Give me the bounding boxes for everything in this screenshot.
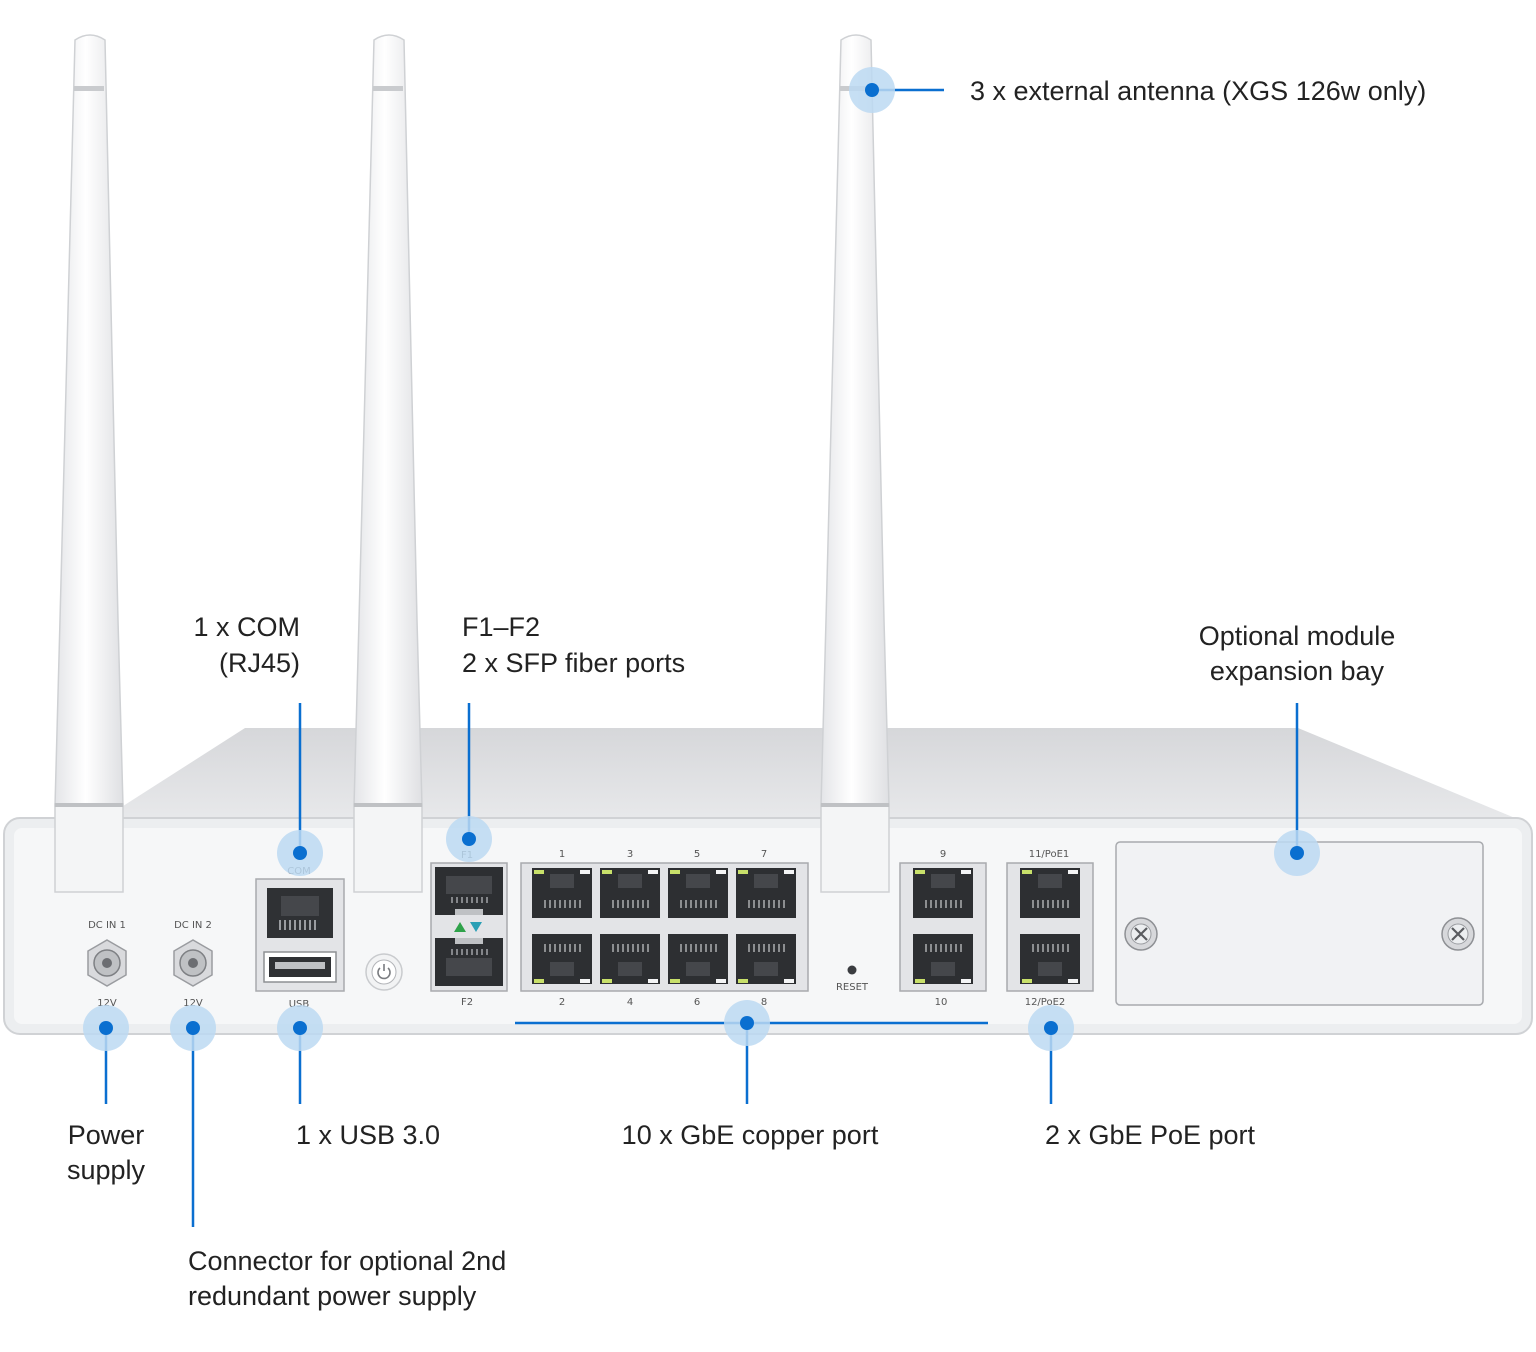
com-usb-block: COM USB [255, 866, 345, 1010]
port-label-5: 5 [694, 849, 700, 860]
callout-markers [83, 67, 1320, 1051]
port-label-1: 1 [559, 849, 565, 860]
copper-port-8 [736, 934, 796, 984]
port-label-8: 8 [761, 997, 767, 1008]
dc-in-1-connector: DC IN 1 12V [87, 920, 127, 1009]
callout-texts: 3 x external antenna (XGS 126w only) 1 x… [67, 76, 1426, 1311]
callout-redundant-line2: redundant power supply [188, 1281, 477, 1311]
callout-poe: 2 x GbE PoE port [1045, 1120, 1256, 1150]
port-label-6: 6 [694, 997, 700, 1008]
callout-redundant-line1: Connector for optional 2nd [188, 1246, 506, 1276]
dc-in-2-voltage: 12V [183, 998, 203, 1009]
copper-port-block: 1 3 5 7 2 4 6 8 [520, 849, 809, 1008]
copper-port-10 [913, 934, 973, 984]
dc-in-2-label: DC IN 2 [174, 920, 212, 931]
usb-port [263, 951, 337, 983]
module-expansion-bay [1115, 841, 1484, 1006]
copper-port-7 [736, 868, 796, 918]
reset-button[interactable]: RESET [836, 965, 869, 994]
dc-in-1-label: DC IN 1 [88, 920, 126, 931]
marker-power [83, 1005, 129, 1051]
callout-copper: 10 x GbE copper port [622, 1120, 879, 1150]
port-label-9: 9 [940, 849, 946, 860]
callout-usb: 1 x USB 3.0 [296, 1120, 440, 1150]
marker-usb [277, 1005, 323, 1051]
dc-in-1-voltage: 12V [97, 998, 117, 1009]
copper-port-1 [532, 868, 592, 918]
antenna-middle [353, 34, 423, 893]
marker-antenna [849, 67, 895, 113]
callout-module-line1: Optional module [1199, 621, 1396, 651]
marker-poe [1028, 1005, 1074, 1051]
sfp-f2-label: F2 [461, 997, 473, 1008]
copper-port-9 [913, 868, 973, 918]
copper-port-4 [600, 934, 660, 984]
marker-copper [724, 1000, 770, 1046]
com-port [267, 888, 333, 938]
callout-sfp-line1: F1–F2 [462, 612, 540, 642]
poe-port-grid [1020, 868, 1080, 984]
callout-com-line1: 1 x COM [193, 612, 300, 642]
marker-sfp [446, 816, 492, 862]
antenna-left [54, 34, 124, 893]
sfp-port-block: F1 F2 [430, 850, 508, 1008]
copper-port-2 [532, 934, 592, 984]
callout-com-line2: (RJ45) [219, 648, 300, 678]
callout-power-line2: supply [67, 1155, 146, 1185]
port-label-3: 3 [627, 849, 633, 860]
marker-redundant [170, 1005, 216, 1051]
callout-power-line1: Power [68, 1120, 145, 1150]
usb-label: USB [289, 999, 310, 1010]
port-label-10: 10 [935, 997, 948, 1008]
copper-port-3 [600, 868, 660, 918]
antenna-right [820, 34, 890, 893]
callout-module-line2: expansion bay [1210, 656, 1385, 686]
marker-module [1274, 830, 1320, 876]
copper-port-9-10-block: 9 10 [899, 849, 987, 1008]
copper-port-5 [668, 868, 728, 918]
poe-label-bottom: 12/PoE2 [1025, 997, 1066, 1008]
sfp-port-f1 [435, 867, 503, 915]
poe-port-block: 11/PoE1 12/PoE2 [1006, 849, 1094, 1008]
marker-com [277, 830, 323, 876]
power-button-icon[interactable] [365, 953, 403, 991]
sfp-direction-arrows-icon [454, 922, 482, 932]
dc-in-2-connector: DC IN 2 12V [173, 920, 213, 1009]
port-label-4: 4 [627, 997, 633, 1008]
callout-sfp-line2: 2 x SFP fiber ports [462, 648, 685, 678]
callout-antenna: 3 x external antenna (XGS 126w only) [970, 76, 1426, 106]
port-label-7: 7 [761, 849, 767, 860]
screw-icon [1124, 917, 1158, 951]
poe-port-11 [1020, 868, 1080, 918]
sfp-port-f2 [435, 938, 503, 986]
screw-icon [1441, 917, 1475, 951]
copper-port-grid [532, 868, 796, 984]
copper-port-6 [668, 934, 728, 984]
reset-label: RESET [836, 982, 869, 993]
port-label-2: 2 [559, 997, 565, 1008]
poe-label-top: 11/PoE1 [1029, 849, 1070, 860]
poe-port-12 [1020, 934, 1080, 984]
copper-port-9-10-grid [913, 868, 973, 984]
